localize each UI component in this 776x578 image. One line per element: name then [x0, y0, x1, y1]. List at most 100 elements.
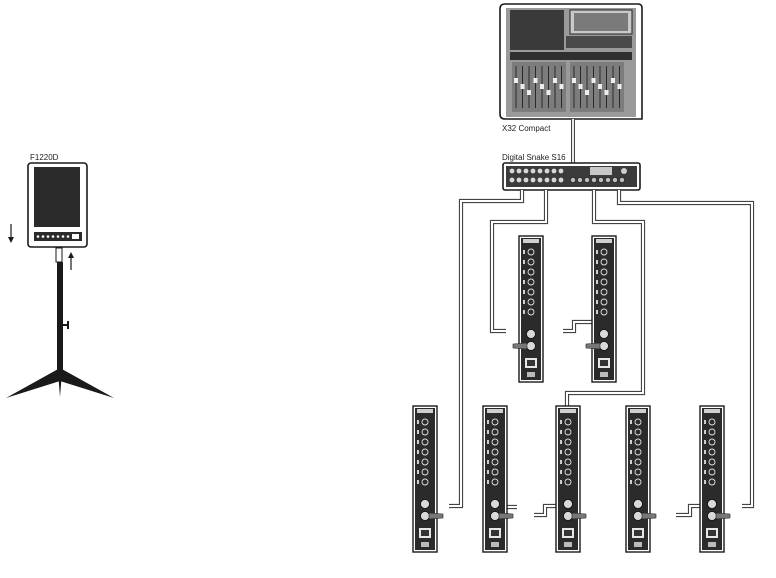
snake-display: [590, 167, 612, 175]
snake-input-jack: [509, 168, 515, 174]
panel-knob: [600, 298, 608, 306]
xlr-connector: [715, 512, 731, 520]
link-cable-core: [676, 505, 708, 516]
fader-cap: [585, 90, 589, 95]
power-switch: [600, 372, 608, 377]
snake-output-jack: [612, 177, 618, 183]
speaker-cable: [563, 319, 599, 334]
snake-output-jack: [591, 177, 597, 183]
panel-knob: [527, 258, 535, 266]
xlr-output-jack: [563, 511, 573, 521]
panel-knob: [527, 288, 535, 296]
xlr-input-jack: [490, 499, 500, 509]
snake-output-jack: [605, 177, 611, 183]
panel-knob: [491, 428, 499, 436]
xlr-connector: [428, 512, 444, 520]
snake-input-jack: [558, 177, 564, 183]
stand-adapter: [55, 247, 63, 263]
snake-input-jack: [509, 177, 515, 183]
snake-output-jack: [577, 177, 583, 183]
monitor-panels: [412, 235, 731, 553]
panel-knob: [600, 248, 608, 256]
xlr-output-jack: [490, 511, 500, 521]
panel-knob: [708, 428, 716, 436]
panel-knob: [708, 468, 716, 476]
xlr-input-jack: [526, 329, 536, 339]
snake-input-jack: [530, 177, 536, 183]
panel-knob: [564, 438, 572, 446]
xlr-connector: [498, 512, 514, 520]
fader-cap: [559, 84, 564, 89]
panel-knob: [600, 278, 608, 286]
xlr-input-jack: [707, 499, 717, 509]
fader-bank: [570, 62, 624, 112]
panel-knob: [634, 448, 642, 456]
panel-badge: [560, 409, 576, 413]
fader-cap: [533, 78, 538, 83]
panel-knob: [634, 458, 642, 466]
mixer-label: X32 Compact: [502, 124, 551, 133]
panel-knob: [527, 268, 535, 276]
speaker-cable-core: [566, 190, 644, 414]
panel-knob: [634, 428, 642, 436]
snake-output-jack: [584, 177, 590, 183]
xlr-connector: [512, 342, 528, 350]
panel-knob: [634, 438, 642, 446]
panel-knob: [421, 468, 429, 476]
monitor-rear-panel: [585, 235, 617, 383]
power-switch: [421, 542, 429, 547]
stand-pole: [57, 262, 63, 372]
panel-knob: [421, 448, 429, 456]
speaker-cables: [449, 190, 755, 518]
panel-knob: [708, 418, 716, 426]
fader-cap: [520, 84, 525, 89]
fader-cap: [591, 78, 596, 83]
digital-snake-s16: [502, 162, 641, 191]
snake-label: Digital Snake S16: [502, 153, 566, 162]
panel-knob: [634, 418, 642, 426]
snake-input-jack: [544, 168, 550, 174]
snake-input-jack: [551, 177, 557, 183]
snake-input-jack: [516, 168, 522, 174]
xlr-input-jack: [420, 499, 430, 509]
panel-knob: [600, 288, 608, 296]
panel-knob: [491, 438, 499, 446]
fader-cap: [540, 84, 544, 89]
panel-knob: [564, 478, 572, 486]
power-switch: [708, 542, 716, 547]
fader-cap: [598, 84, 602, 89]
fader-cap: [546, 90, 551, 95]
fader-cap: [611, 78, 615, 83]
panel-knob: [527, 308, 535, 316]
panel-knob: [600, 308, 608, 316]
snake-output-jack: [619, 177, 625, 183]
snake-input-jack: [544, 177, 550, 183]
speaker-label: F1220D: [30, 153, 59, 162]
stand-knob: [63, 324, 69, 326]
fader-bank: [512, 62, 566, 112]
panel-knob: [421, 428, 429, 436]
snake-input-jack: [516, 177, 522, 183]
speaker-cable-core: [618, 190, 753, 507]
monitor-rear-panel: [555, 405, 587, 553]
xlr-input-jack: [633, 499, 643, 509]
snake-jacks: [509, 167, 627, 183]
panel-knob: [634, 478, 642, 486]
fader-cap: [553, 78, 557, 83]
xlr-output-jack: [599, 341, 609, 351]
monitor-rear-panel: [412, 405, 444, 553]
panel-badge: [596, 239, 612, 243]
snake-input-jack: [551, 168, 557, 174]
power-switch: [491, 542, 499, 547]
snake-input-jack: [530, 168, 536, 174]
panel-knob: [600, 258, 608, 266]
speaker-grille: [34, 167, 80, 227]
panel-knob: [491, 458, 499, 466]
xlr-output-jack: [526, 341, 536, 351]
xlr-output-jack: [420, 511, 430, 521]
mixer-channel-strip: [510, 10, 564, 50]
arrow-down-icon: [8, 224, 14, 243]
panel-knob: [421, 438, 429, 446]
